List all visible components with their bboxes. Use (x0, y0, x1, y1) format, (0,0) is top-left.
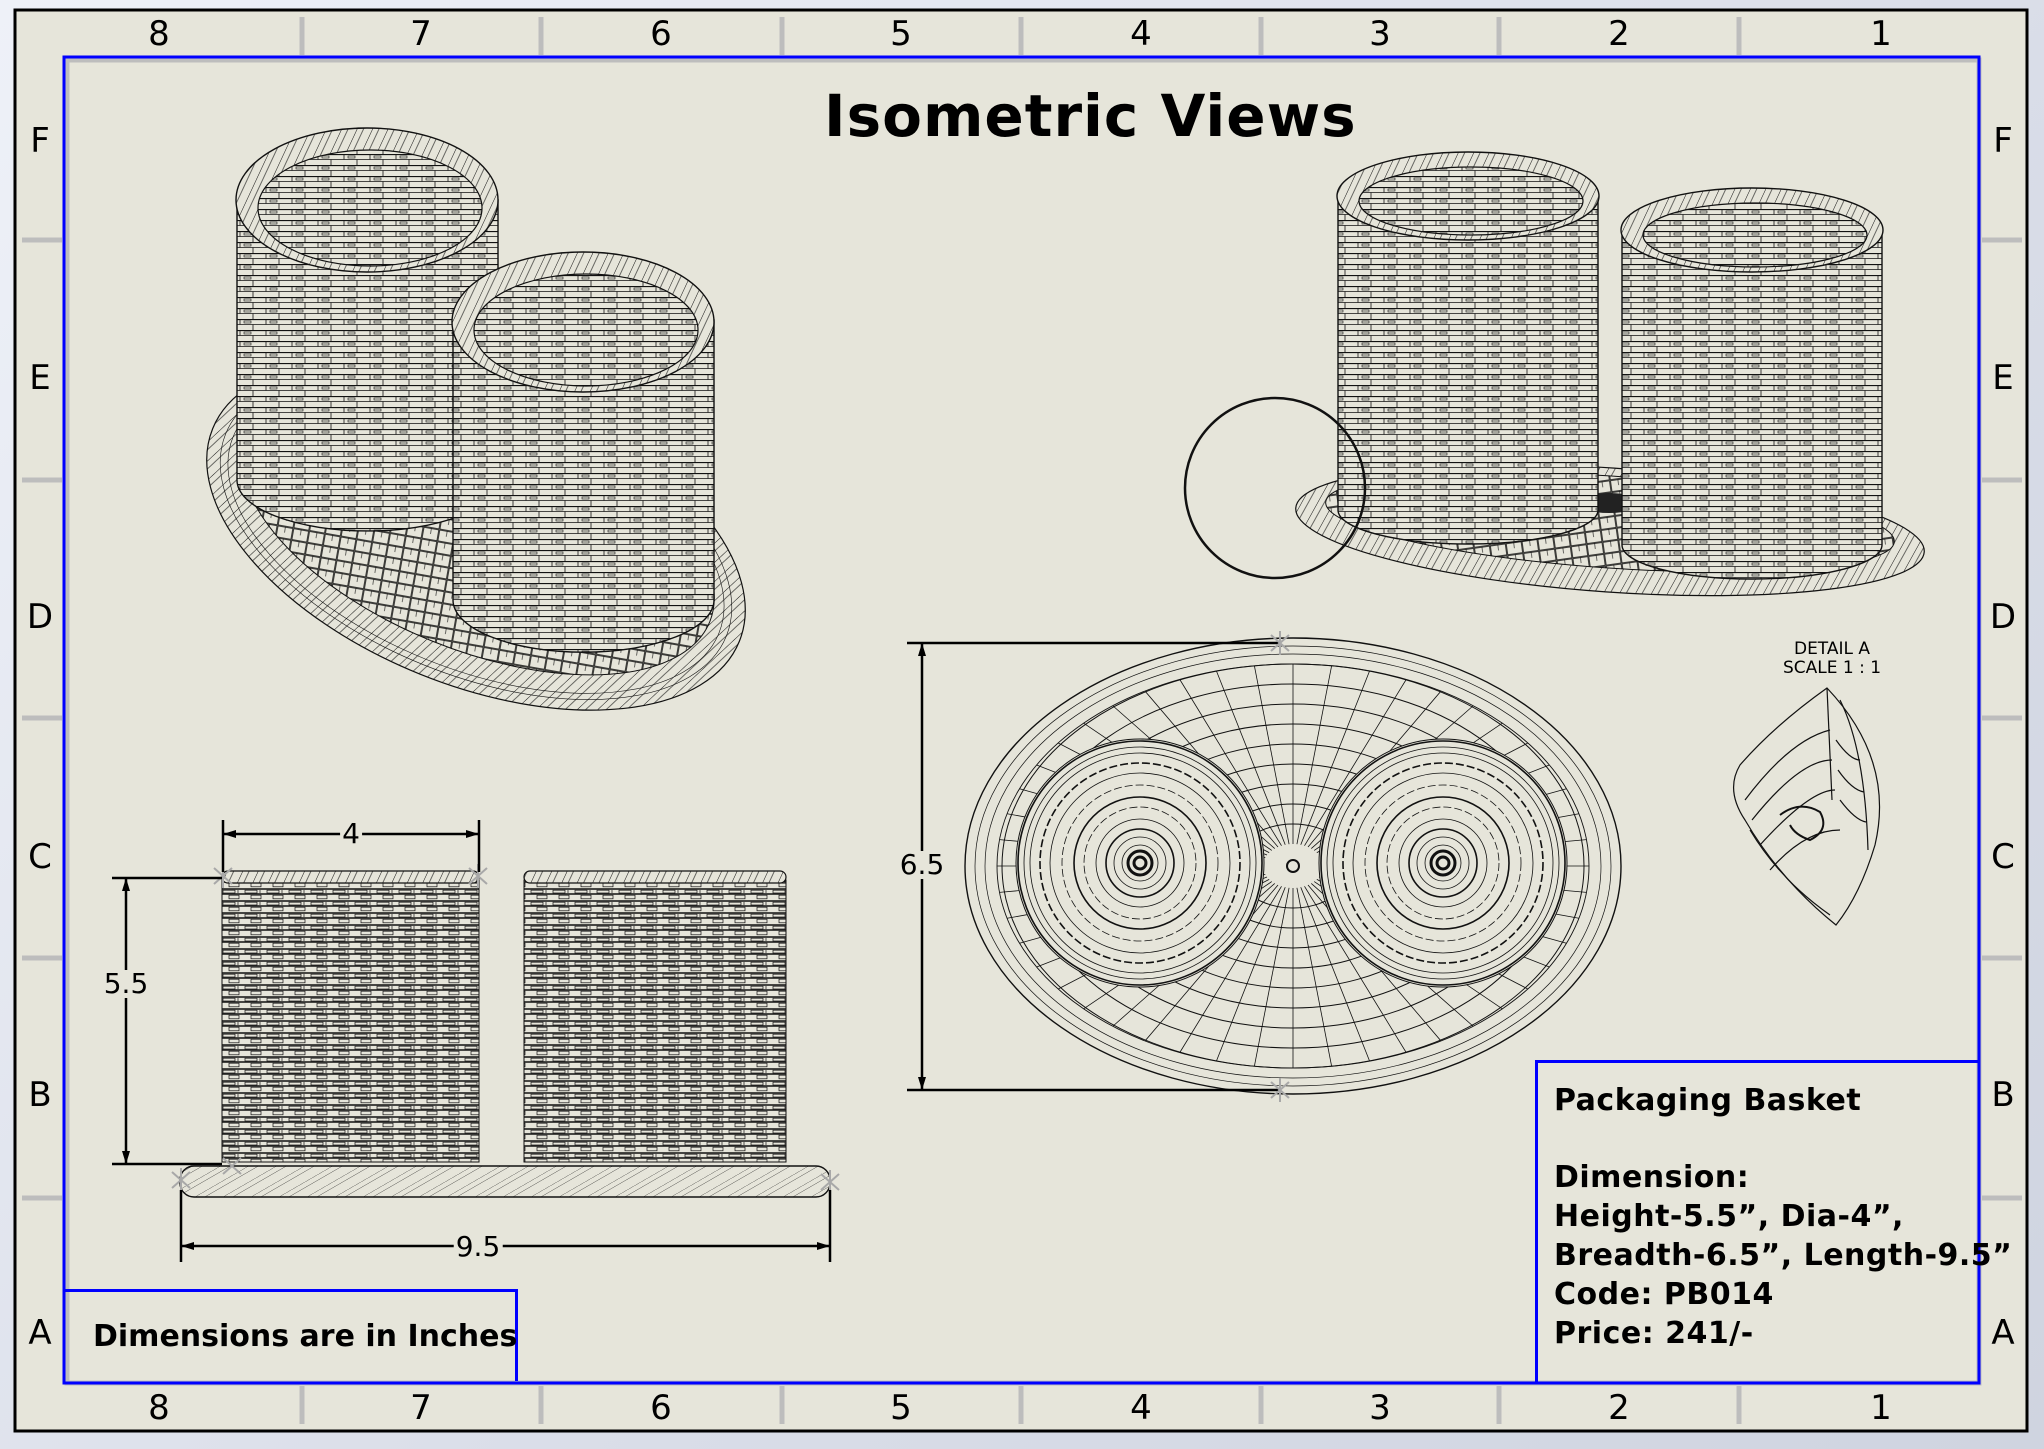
zone-column-bot-1: 1 (1870, 1388, 1892, 1428)
dimension-line-1: Height-5.5”, Dia-4”, (1554, 1199, 1904, 1234)
container-ring (1095, 818, 1185, 908)
weave-spoke (1296, 665, 1333, 845)
container-ring (1017, 740, 1263, 986)
zone-column-top-6: 6 (650, 14, 672, 54)
center-knot (1286, 859, 1300, 873)
weave-spoke (1216, 887, 1286, 1062)
detail-title: DETAIL A (1793, 639, 1871, 659)
container-top (1318, 738, 1568, 988)
weave-spoke (1304, 886, 1407, 1053)
container-ring (1398, 818, 1488, 908)
container-ring (1121, 844, 1159, 882)
zone-column-bot-7: 7 (410, 1388, 432, 1428)
zone-row-left-A: A (28, 1313, 52, 1353)
zone-column-bot-6: 6 (650, 1388, 672, 1428)
container-ring (1386, 806, 1500, 920)
container-ring (1342, 762, 1544, 964)
front-view (112, 820, 840, 1262)
zone-column-bot-5: 5 (890, 1388, 912, 1428)
weave-spoke (1304, 679, 1407, 846)
weave-spoke (1179, 886, 1282, 1053)
dimension-breadth: 6.5 (897, 848, 947, 881)
zone-column-top-4: 4 (1130, 14, 1152, 54)
zone-row-right-B: B (1991, 1075, 2015, 1115)
weave-spoke (1296, 887, 1333, 1067)
container-ring (1023, 746, 1257, 980)
zone-row-left-F: F (30, 121, 50, 161)
container-ring (1126, 849, 1154, 877)
drawing-title: Isometric Views (824, 82, 1357, 150)
container-ring (1429, 849, 1457, 877)
container-top (1015, 738, 1265, 988)
container-ring (1435, 855, 1451, 871)
zone-row-right-C: C (1991, 837, 2015, 877)
weave-spoke (1179, 679, 1282, 846)
zone-row-right-E: E (1992, 358, 2014, 398)
dimension-diameter: 4 (340, 817, 362, 850)
zone-column-top-8: 8 (148, 14, 170, 54)
weave-spoke (1253, 665, 1290, 845)
zone-column-bot-3: 3 (1369, 1388, 1391, 1428)
detail-scale: SCALE 1 : 1 (1782, 658, 1882, 678)
container-ring (1105, 828, 1175, 898)
zone-row-left-B: B (28, 1075, 52, 1115)
container-ring (1073, 796, 1207, 930)
isometric-view-1 (206, 127, 746, 711)
detail-a-view (1733, 687, 1881, 926)
zone-column-top-2: 2 (1608, 14, 1630, 54)
zone-ticks (22, 17, 2022, 1424)
container-ring (1320, 740, 1566, 986)
weave-spoke (1253, 887, 1290, 1067)
zone-row-left-C: C (28, 837, 52, 877)
container-ring (1049, 772, 1231, 954)
container-ring (1364, 784, 1522, 942)
weave-ring (1001, 663, 1585, 1069)
container-ring (1061, 784, 1219, 942)
title-block: Packaging Basket Dimension: Height-5.5”,… (1535, 1060, 2012, 1382)
zone-row-left-D: D (26, 597, 54, 637)
detail-a-label: DETAIL A SCALE 1 : 1 (1783, 640, 1881, 678)
zone-column-bot-2: 2 (1608, 1388, 1630, 1428)
zone-column-top-5: 5 (890, 14, 912, 54)
dimension-height: 5.5 (101, 967, 151, 1000)
weave-spoke (1300, 670, 1370, 845)
zone-row-right-F: F (1993, 121, 2013, 161)
isometric-view-2 (1183, 151, 1925, 597)
detail-callout-circle (1183, 396, 1367, 580)
weave-spoke (1216, 670, 1286, 845)
zone-row-right-A: A (1991, 1313, 2015, 1353)
container-ring (1424, 844, 1462, 882)
zone-column-top-3: 3 (1369, 14, 1391, 54)
container-ring (1326, 746, 1560, 980)
zone-column-bot-8: 8 (148, 1388, 170, 1428)
dimension-length: 9.5 (453, 1230, 503, 1263)
container-ring (1416, 836, 1470, 890)
container-ring (1376, 796, 1510, 930)
product-name: Packaging Basket (1554, 1083, 1862, 1118)
inner-border (62, 55, 1981, 1385)
zone-column-bot-4: 4 (1130, 1388, 1152, 1428)
container-ring (1083, 806, 1197, 920)
weave-spoke (1300, 887, 1370, 1062)
container-ring (1352, 772, 1534, 954)
zone-row-left-E: E (29, 358, 51, 398)
product-price: Price: 241/- (1554, 1316, 1754, 1351)
zone-row-right-D: D (1989, 597, 2017, 637)
units-note-box: Dimensions are in Inches (63, 1289, 518, 1381)
product-code: Code: PB014 (1554, 1277, 1774, 1312)
container-ring (1029, 752, 1251, 974)
container-ring (1132, 855, 1148, 871)
units-note: Dimensions are in Inches (93, 1319, 518, 1354)
container-ring (1039, 762, 1241, 964)
container-ring (1113, 836, 1167, 890)
top-view (907, 631, 1622, 1102)
zone-column-top-1: 1 (1870, 14, 1892, 54)
dimension-heading: Dimension: (1554, 1160, 1750, 1195)
container-ring (1332, 752, 1554, 974)
container-ring (1408, 828, 1478, 898)
dimension-line-2: Breadth-6.5”, Length-9.5” (1554, 1238, 2013, 1273)
zone-column-top-7: 7 (410, 14, 432, 54)
